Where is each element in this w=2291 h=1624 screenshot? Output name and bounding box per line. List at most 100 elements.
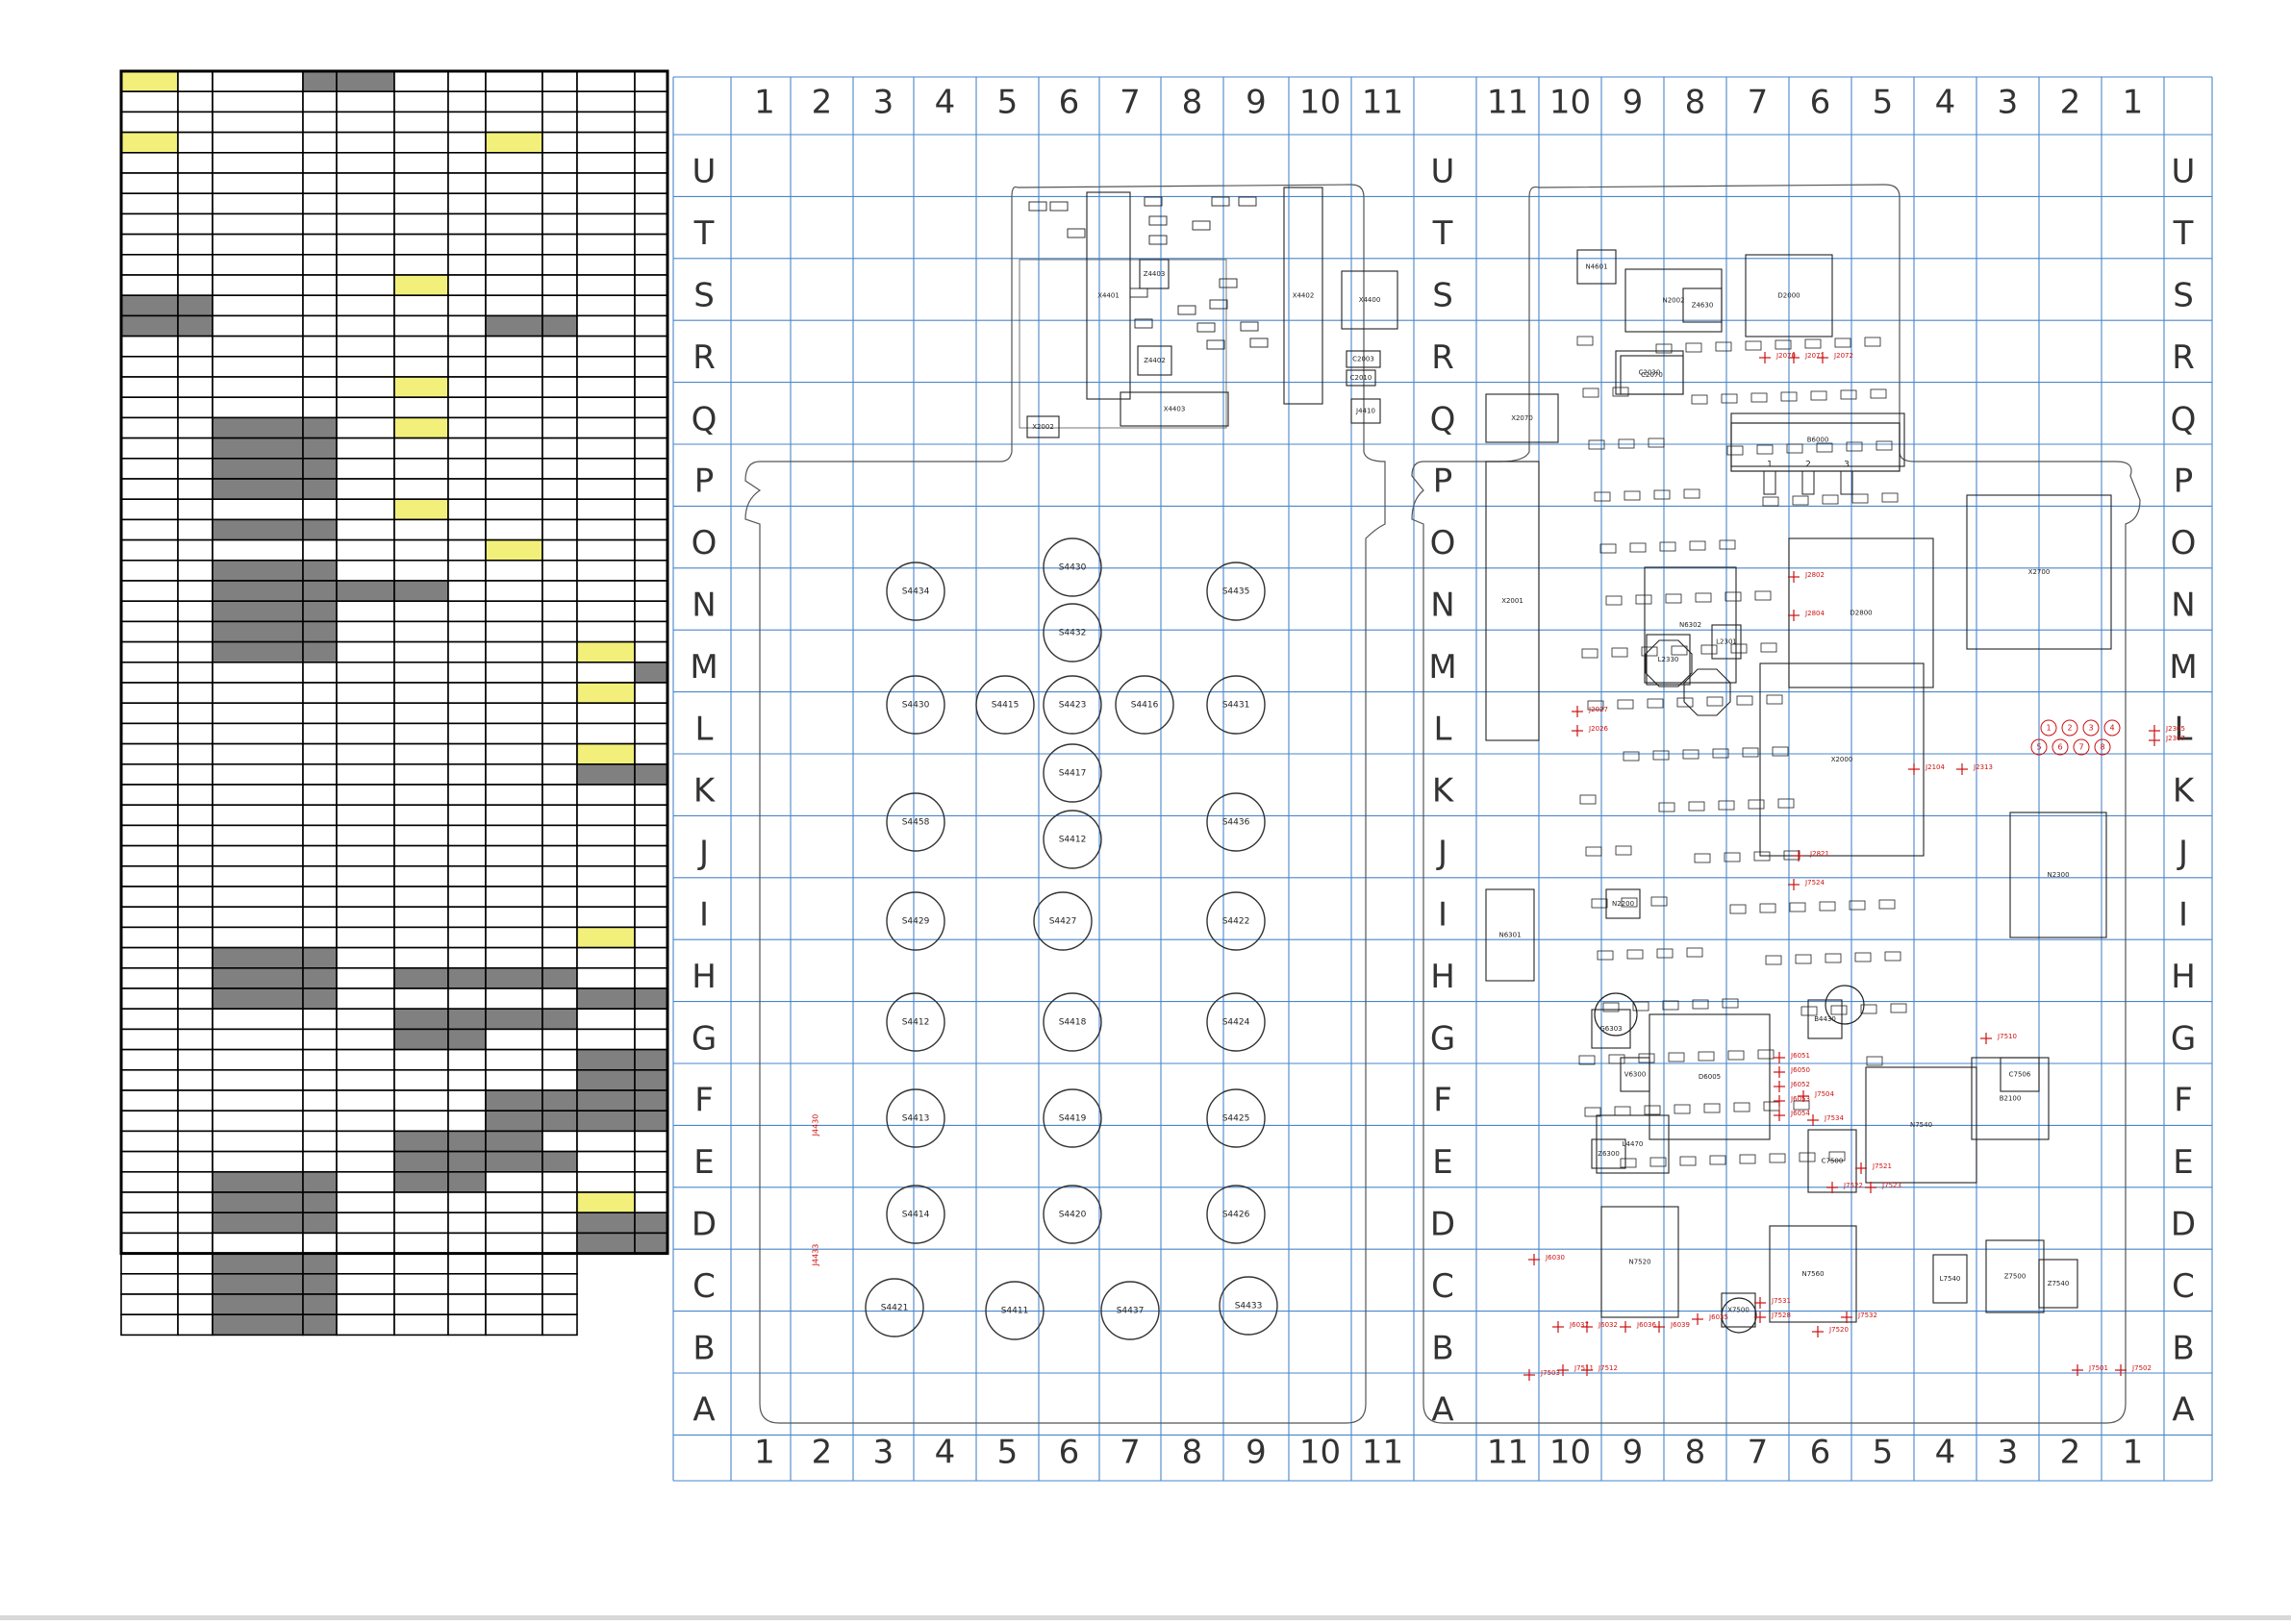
- table-cell: [336, 355, 395, 378]
- table-cell: [541, 742, 578, 765]
- table-cell: [177, 376, 214, 399]
- test-point-label: J7502: [2131, 1364, 2152, 1372]
- table-cell: [212, 314, 304, 337]
- table-cell: [634, 478, 668, 501]
- table-cell: [485, 274, 543, 297]
- table-cell: [302, 1089, 338, 1112]
- table-cell: [120, 253, 179, 276]
- table-cell: [336, 1048, 395, 1071]
- table-cell: [393, 314, 449, 337]
- table-cell: [393, 1110, 449, 1133]
- table-cell: [541, 274, 578, 297]
- table-cell: [447, 1252, 487, 1275]
- table-cell: [634, 335, 668, 358]
- component-label: X4400: [1359, 296, 1381, 304]
- table-cell: [634, 1191, 668, 1214]
- table-cell: [302, 1130, 338, 1153]
- passive-part: [1615, 845, 1632, 856]
- table-cell: [302, 294, 338, 317]
- table-cell: [447, 457, 487, 480]
- table-cell: [177, 600, 214, 623]
- table-cell: [212, 355, 304, 378]
- passive-part: [1754, 590, 1772, 601]
- table-cell: [634, 538, 668, 562]
- table-cell: [485, 620, 543, 643]
- table-cell: [447, 253, 487, 276]
- table-cell: [576, 864, 636, 887]
- test-point-label: J2104: [1925, 763, 1945, 771]
- table-cell: [576, 274, 636, 297]
- test-point-label: J6053: [1790, 1095, 1810, 1103]
- passive-part: [1866, 1056, 1883, 1066]
- table-cell: [120, 172, 179, 195]
- table-cell: [541, 70, 578, 93]
- table-cell: [485, 70, 543, 93]
- test-point-label: J6032: [1598, 1321, 1618, 1329]
- row-label: J: [1436, 834, 1448, 872]
- row-label: J: [697, 834, 709, 872]
- component-body: [1341, 270, 1398, 330]
- table-cell: [485, 1171, 543, 1193]
- table-cell: [393, 437, 449, 460]
- table-cell: [485, 559, 543, 582]
- table-cell: [576, 192, 636, 215]
- table-cell: [541, 314, 578, 337]
- table-cell: [634, 886, 668, 909]
- table-cell: [576, 335, 636, 358]
- table-cell: [212, 640, 304, 663]
- test-point-label: J2071: [1804, 352, 1825, 360]
- passive-part: [1668, 1052, 1685, 1062]
- table-cell: [336, 335, 395, 358]
- passive-part: [1854, 952, 1872, 962]
- table-cell: [212, 274, 304, 297]
- table-cell: [393, 742, 449, 765]
- switch-pad: [886, 792, 945, 852]
- column-label: 4: [1935, 84, 1956, 122]
- dip-circle: [2073, 738, 2090, 756]
- switch-label: S4429: [902, 917, 930, 927]
- table-cell: [576, 90, 636, 113]
- table-cell: [576, 355, 636, 378]
- passive-part: [1177, 305, 1196, 315]
- passive-part: [1763, 1101, 1780, 1112]
- table-cell: [302, 90, 338, 113]
- table-cell: [393, 1313, 449, 1337]
- table-cell: [336, 784, 395, 807]
- row-label: S: [693, 277, 715, 315]
- passive-part: [1049, 201, 1069, 212]
- table-cell: [177, 1313, 214, 1337]
- component-label: Z4403: [1144, 270, 1166, 278]
- table-cell: [485, 804, 543, 827]
- table-cell: [541, 335, 578, 358]
- column-label: 3: [1998, 84, 2019, 122]
- table-cell: [212, 416, 304, 439]
- passive-part: [1727, 1050, 1745, 1061]
- right-board-outline: [1411, 184, 2141, 1424]
- table-cell: [541, 844, 578, 867]
- table-cell: [336, 1069, 395, 1091]
- table-cell: [212, 886, 304, 909]
- table-cell: [541, 1048, 578, 1071]
- component-body: [1485, 393, 1559, 443]
- switch-pad: [1043, 810, 1102, 869]
- table-cell: [576, 457, 636, 480]
- passive-part: [1748, 799, 1765, 810]
- table-cell: [336, 131, 395, 154]
- switch-pad: [1115, 675, 1174, 735]
- column-label: 11: [1362, 1434, 1403, 1472]
- table-cell: [393, 1008, 449, 1031]
- row-label: H: [1430, 958, 1455, 996]
- table-cell: [634, 1110, 668, 1133]
- table-cell: [212, 172, 304, 195]
- table-cell: [485, 253, 543, 276]
- passive-part: [1582, 387, 1599, 398]
- table-cell: [393, 966, 449, 989]
- table-cell: [120, 784, 179, 807]
- column-label: 1: [754, 1434, 775, 1472]
- table-cell: [212, 661, 304, 684]
- table-cell: [302, 457, 338, 480]
- passive-part: [1834, 337, 1851, 348]
- passive-part: [1799, 1152, 1816, 1162]
- connector-pin-label: 1: [1767, 461, 1773, 470]
- component-body: [2038, 1259, 2078, 1309]
